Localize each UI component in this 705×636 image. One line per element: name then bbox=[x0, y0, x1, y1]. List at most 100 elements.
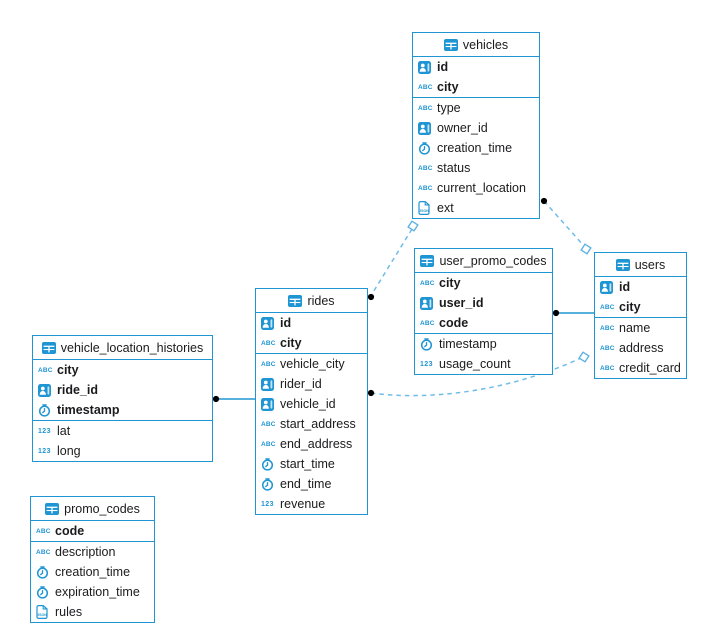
abc-text-type-icon: ABC bbox=[420, 279, 435, 287]
field-vehicle_location_histories-long[interactable]: 123 long bbox=[33, 441, 212, 461]
relation-vehicles-rides[interactable] bbox=[371, 228, 413, 295]
field-promo_codes-code[interactable]: ABC code bbox=[31, 521, 154, 541]
field-users-city[interactable]: ABC city bbox=[595, 297, 686, 317]
table-header-vehicle_location_histories[interactable]: vehicle_location_histories bbox=[33, 336, 212, 360]
field-rides-id[interactable]: id bbox=[256, 313, 367, 333]
field-rides-rider_id[interactable]: rider_id bbox=[256, 374, 367, 394]
field-user_promo_codes-user_id[interactable]: user_id bbox=[415, 293, 552, 313]
abc-text-type-icon: ABC bbox=[418, 104, 433, 112]
table-icon bbox=[45, 502, 60, 515]
clock-type-icon bbox=[418, 141, 437, 155]
table-rides[interactable]: rides id ABC city ABC vehicle_city rider… bbox=[255, 288, 368, 515]
field-rides-vehicle_city[interactable]: ABC vehicle_city bbox=[256, 354, 367, 374]
person-badge-icon bbox=[38, 383, 57, 397]
connector-square-vehicles-rides[interactable] bbox=[407, 220, 419, 232]
connector-dot-vehicles-users[interactable] bbox=[540, 197, 548, 205]
field-rides-city[interactable]: ABC city bbox=[256, 333, 367, 353]
field-vehicles-current_location[interactable]: ABC current_location bbox=[413, 178, 539, 198]
connector-dot-vehicles-rides[interactable] bbox=[367, 293, 375, 301]
abc-text-type-icon: ABC bbox=[418, 184, 433, 192]
field-rides-end_address[interactable]: ABC end_address bbox=[256, 434, 367, 454]
person-badge-icon bbox=[418, 60, 437, 74]
connector-square-vehicles-users[interactable] bbox=[580, 243, 592, 255]
columns-section: ABC type owner_id creation_time ABC stat… bbox=[413, 98, 539, 218]
field-rides-end_time[interactable]: end_time bbox=[256, 474, 367, 494]
table-title: rides bbox=[307, 293, 335, 308]
field-name: vehicle_city bbox=[280, 357, 345, 371]
field-rides-start_address[interactable]: ABC start_address bbox=[256, 414, 367, 434]
table-header-promo_codes[interactable]: promo_codes bbox=[31, 497, 154, 521]
field-vehicles-owner_id[interactable]: owner_id bbox=[413, 118, 539, 138]
field-vehicles-type[interactable]: ABC type bbox=[413, 98, 539, 118]
field-name: code bbox=[55, 524, 85, 538]
table-vehicle_location_histories[interactable]: vehicle_location_histories ABC city ride… bbox=[32, 335, 213, 462]
123-number-type-icon: 123 bbox=[261, 500, 274, 508]
field-promo_codes-creation_time[interactable]: creation_time bbox=[31, 562, 154, 582]
clock-type-icon bbox=[36, 565, 55, 579]
table-users[interactable]: users id ABC city ABC name ABC address A… bbox=[594, 252, 687, 379]
field-name: current_location bbox=[437, 181, 526, 195]
field-name: vehicle_id bbox=[280, 397, 336, 411]
field-name: city bbox=[439, 276, 461, 290]
field-users-credit_card[interactable]: ABC credit_card bbox=[595, 358, 686, 378]
field-name: creation_time bbox=[437, 141, 513, 155]
field-vehicle_location_histories-ride_id[interactable]: ride_id bbox=[33, 380, 212, 400]
field-user_promo_codes-code[interactable]: ABC code bbox=[415, 313, 552, 333]
field-name: user_id bbox=[439, 296, 484, 310]
field-rides-vehicle_id[interactable]: vehicle_id bbox=[256, 394, 367, 414]
table-vehicles[interactable]: vehicles id ABC city ABC type owner_id bbox=[412, 32, 540, 219]
field-user_promo_codes-timestamp[interactable]: timestamp bbox=[415, 334, 552, 354]
field-promo_codes-rules[interactable]: JSON rules bbox=[31, 602, 154, 622]
field-rides-start_time[interactable]: start_time bbox=[256, 454, 367, 474]
table-icon bbox=[443, 38, 458, 51]
table-header-rides[interactable]: rides bbox=[256, 289, 367, 313]
field-name: type bbox=[437, 101, 461, 115]
field-user_promo_codes-usage_count[interactable]: 123 usage_count bbox=[415, 354, 552, 374]
table-icon bbox=[288, 294, 303, 307]
field-vehicles-id[interactable]: id bbox=[413, 57, 539, 77]
svg-text:JSON: JSON bbox=[37, 613, 47, 617]
abc-text-type-icon: ABC bbox=[261, 420, 276, 428]
table-title: vehicles bbox=[462, 37, 509, 52]
abc-text-type-icon: ABC bbox=[600, 344, 615, 352]
connector-square-rides-users[interactable] bbox=[578, 351, 590, 363]
table-promo_codes[interactable]: promo_codes ABC code ABC description cre… bbox=[30, 496, 155, 623]
field-name: start_time bbox=[280, 457, 335, 471]
field-vehicle_location_histories-timestamp[interactable]: timestamp bbox=[33, 400, 212, 420]
field-name: long bbox=[57, 444, 81, 458]
field-name: id bbox=[280, 316, 292, 330]
field-users-name[interactable]: ABC name bbox=[595, 318, 686, 338]
abc-text-type-icon: ABC bbox=[420, 319, 435, 327]
field-vehicle_location_histories-city[interactable]: ABC city bbox=[33, 360, 212, 380]
field-promo_codes-expiration_time[interactable]: expiration_time bbox=[31, 582, 154, 602]
connector-dot-rides-users[interactable] bbox=[367, 389, 375, 397]
field-vehicles-creation_time[interactable]: creation_time bbox=[413, 138, 539, 158]
table-header-user_promo_codes[interactable]: user_promo_codes bbox=[415, 249, 552, 273]
field-name: timestamp bbox=[439, 337, 497, 351]
field-user_promo_codes-city[interactable]: ABC city bbox=[415, 273, 552, 293]
field-users-id[interactable]: id bbox=[595, 277, 686, 297]
table-user_promo_codes[interactable]: user_promo_codes ABC city user_id ABC co… bbox=[414, 248, 553, 375]
field-vehicles-status[interactable]: ABC status bbox=[413, 158, 539, 178]
connector-dot-vehicle_location_histories-rides[interactable] bbox=[212, 395, 220, 403]
table-header-users[interactable]: users bbox=[595, 253, 686, 277]
field-vehicle_location_histories-lat[interactable]: 123 lat bbox=[33, 421, 212, 441]
connector-dot-user_promo_codes-users[interactable] bbox=[552, 309, 560, 317]
field-vehicles-city[interactable]: ABC city bbox=[413, 77, 539, 97]
field-vehicles-ext[interactable]: JSON ext bbox=[413, 198, 539, 218]
field-name: lat bbox=[57, 424, 71, 438]
clock-type-icon bbox=[420, 337, 439, 351]
field-name: name bbox=[619, 321, 651, 335]
person-badge-icon bbox=[418, 121, 437, 135]
table-icon bbox=[420, 254, 435, 267]
field-promo_codes-description[interactable]: ABC description bbox=[31, 542, 154, 562]
123-number-type-icon: 123 bbox=[38, 447, 51, 455]
field-name: start_address bbox=[280, 417, 356, 431]
field-rides-revenue[interactable]: 123 revenue bbox=[256, 494, 367, 514]
json-document-type-icon: JSON bbox=[418, 201, 437, 215]
table-header-vehicles[interactable]: vehicles bbox=[413, 33, 539, 57]
field-users-address[interactable]: ABC address bbox=[595, 338, 686, 358]
relation-vehicles-users[interactable] bbox=[543, 200, 585, 247]
